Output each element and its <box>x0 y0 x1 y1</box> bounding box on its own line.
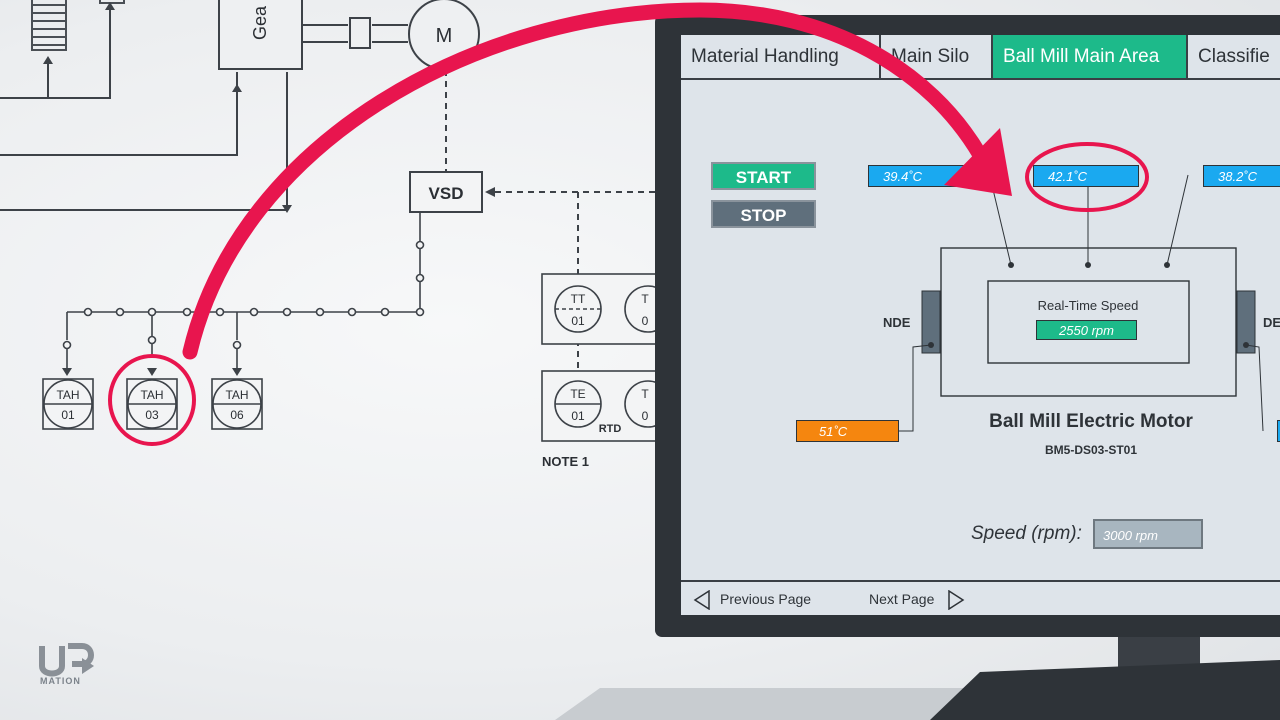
motor-tag: BM5-DS03-ST01 <box>1044 443 1138 457</box>
tt-01-symbol: TT 01 T 0 <box>541 273 672 345</box>
svg-text:03: 03 <box>145 408 159 422</box>
svg-text:T: T <box>641 387 649 401</box>
upmation-logo <box>39 643 94 677</box>
motor-label: M <box>436 25 453 47</box>
bus-nodes <box>62 240 425 350</box>
triangle-right-icon <box>948 590 965 610</box>
comm-bus <box>66 212 421 358</box>
previous-page-label: Previous Page <box>720 591 812 607</box>
note-label: NOTE 1 <box>542 454 589 469</box>
nde-label: NDE <box>883 315 911 330</box>
logo-subtext: MATION <box>40 676 81 686</box>
te-01-symbol: TE 01 RTD T 0 <box>541 370 672 442</box>
tah-01-symbol: TAH 01 <box>42 378 94 430</box>
de-label: DE <box>1263 315 1280 330</box>
next-page-button[interactable]: Next Page <box>869 586 979 614</box>
hmi-screen: Material Handling Main Silo Ball Mill Ma… <box>681 35 1280 615</box>
svg-text:TE: TE <box>570 387 585 401</box>
vsd-signal-arrow <box>485 187 495 197</box>
temp-readout-mid: 42.1˚C <box>1033 165 1139 187</box>
svg-text:01: 01 <box>571 314 585 328</box>
temp-readout-de <box>1277 420 1280 442</box>
svg-text:RTD: RTD <box>599 423 622 435</box>
svg-text:01: 01 <box>571 409 585 423</box>
process-lines <box>0 5 408 211</box>
svg-text:0: 0 <box>642 409 649 423</box>
temp-readout-nde: 51˚C <box>796 420 899 442</box>
svg-text:0: 0 <box>642 314 649 328</box>
vsd-label: VSD <box>429 184 464 203</box>
tah-03-symbol: TAH 03 <box>126 378 178 430</box>
temp-readout-right: 38.2˚C <box>1203 165 1280 187</box>
hmi-footer: Previous Page Next Page <box>681 580 1280 615</box>
svg-text:TT: TT <box>571 292 586 306</box>
svg-text:06: 06 <box>230 408 244 422</box>
monitor-stand-base <box>930 660 1280 720</box>
speed-setpoint-input[interactable]: 3000 rpm <box>1093 519 1203 549</box>
tab-classifier[interactable]: Classifie <box>1198 46 1270 67</box>
speed-setpoint-label: Speed (rpm): <box>971 523 1082 544</box>
svg-text:TAH: TAH <box>140 388 163 402</box>
svg-text:T: T <box>641 292 649 306</box>
tab-ball-mill-main-area[interactable]: Ball Mill Main Area <box>993 35 1188 78</box>
svg-text:01: 01 <box>61 408 75 422</box>
motor-title: Ball Mill Electric Motor <box>989 411 1193 432</box>
previous-page-button[interactable]: Previous Page <box>693 586 833 614</box>
stacked-equipment <box>31 0 125 51</box>
tah-06-symbol: TAH 06 <box>211 378 263 430</box>
gearbox-label: Gea <box>250 5 270 40</box>
svg-text:TAH: TAH <box>56 388 79 402</box>
temp-readout-left: 39.4˚C <box>868 165 971 187</box>
realtime-speed-label: Real-Time Speed <box>1037 298 1139 313</box>
triangle-left-icon <box>693 590 710 610</box>
next-page-label: Next Page <box>869 591 935 607</box>
motor-schematic <box>899 174 1264 432</box>
svg-text:TAH: TAH <box>225 388 248 402</box>
monitor-stand-neck <box>1118 630 1200 668</box>
realtime-speed-value: 2550 rpm <box>1036 320 1137 340</box>
